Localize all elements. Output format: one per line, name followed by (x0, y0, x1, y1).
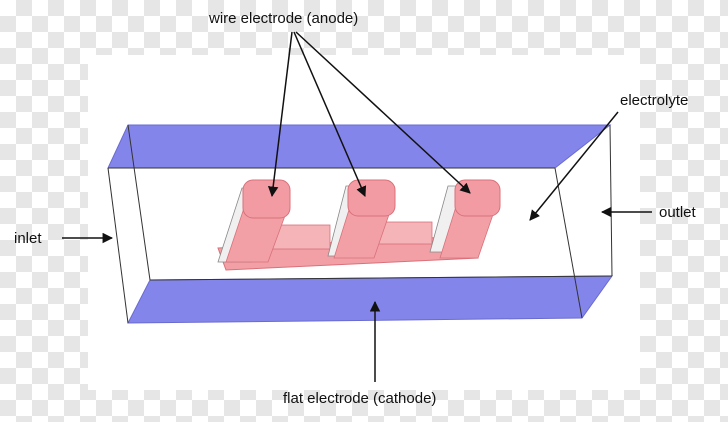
anode-arrow-3 (295, 31, 471, 194)
bottom-plate (127, 275, 613, 324)
inlet-label: inlet (14, 230, 42, 247)
cell-box-outline (107, 124, 613, 324)
anode-arrow-1 (267, 31, 293, 198)
anode-arrow-2 (293, 31, 367, 197)
wire-2-top (347, 179, 396, 217)
outlet-label: outlet (659, 204, 696, 221)
anode-label: wire electrode (anode) (209, 10, 359, 27)
anode-assembly (217, 179, 501, 271)
top-plate (107, 124, 612, 169)
electrolyte-arrow (529, 111, 619, 221)
wire-1-top (242, 179, 291, 219)
electrolyte-label: electrolyte (620, 92, 689, 109)
cathode-label: flat electrode (cathode) (283, 390, 437, 407)
